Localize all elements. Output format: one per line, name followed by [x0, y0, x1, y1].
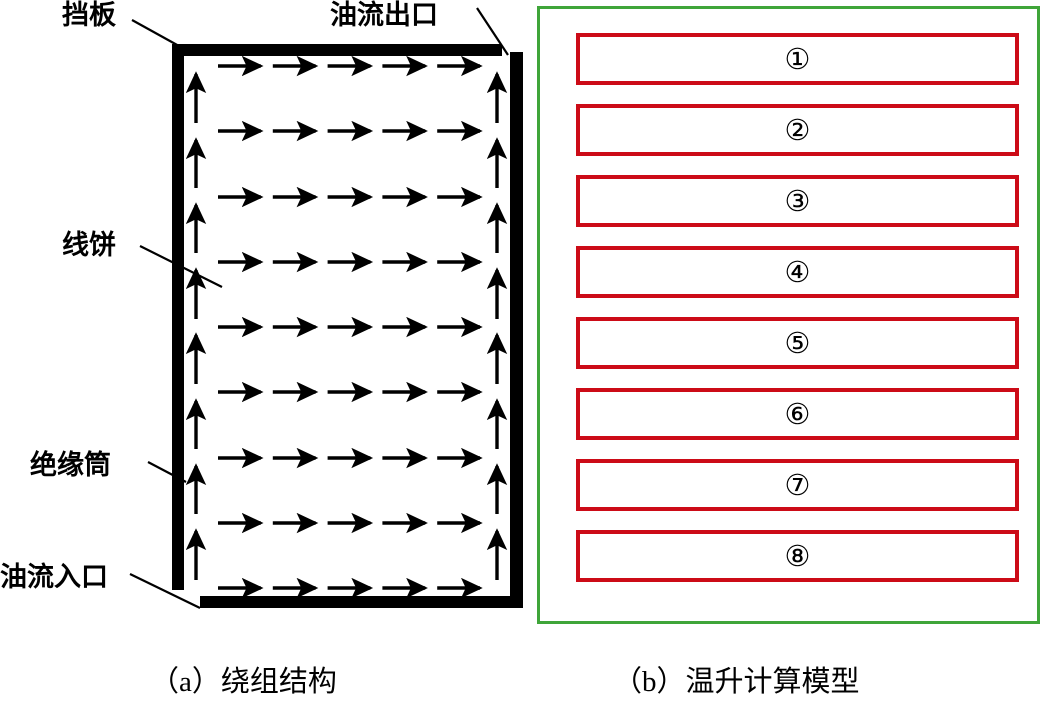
bottom-wall-bar	[200, 596, 510, 608]
baffle-bar	[172, 44, 502, 56]
caption-panel-a: （a）绕组结构	[150, 666, 337, 698]
disc-box: ⑥	[576, 388, 1019, 440]
panel-thermal-model: ① ② ③ ④ ⑤ ⑥ ⑦ ⑧	[537, 6, 1040, 624]
outer-wall-bar	[510, 52, 523, 608]
panel-winding-structure: 挡板 油流出口线饼绝缘筒油流入口	[0, 0, 530, 655]
label-wire_disc: 线饼	[62, 230, 116, 260]
caption-panel-b: （b）温升计算模型	[613, 666, 860, 698]
disc-box: ②	[576, 104, 1019, 156]
disc-box: ①	[576, 33, 1019, 85]
label-insulation: 绝缘筒	[30, 450, 111, 480]
disc-stack: ① ② ③ ④ ⑤ ⑥ ⑦ ⑧	[576, 33, 1019, 582]
label-oil_outlet: 油流出口	[330, 0, 438, 30]
oil-flow-arrows	[185, 55, 508, 599]
disc-number: ②	[784, 112, 811, 147]
label-baffle: 挡板	[62, 0, 116, 30]
disc-box: ④	[576, 246, 1019, 298]
disc-box: ⑦	[576, 459, 1019, 511]
disc-number: ⑤	[784, 325, 811, 360]
insulation-wall-bar	[172, 44, 184, 590]
disc-box: ⑤	[576, 317, 1019, 369]
disc-number: ⑦	[784, 467, 811, 502]
disc-number: ④	[784, 254, 811, 289]
disc-number: ③	[784, 183, 811, 218]
disc-number: ⑥	[784, 396, 811, 431]
disc-number: ①	[784, 41, 811, 76]
label-oil_inlet: 油流入口	[0, 562, 108, 592]
disc-box: ③	[576, 175, 1019, 227]
disc-number: ⑧	[784, 538, 811, 573]
disc-box: ⑧	[576, 530, 1019, 582]
